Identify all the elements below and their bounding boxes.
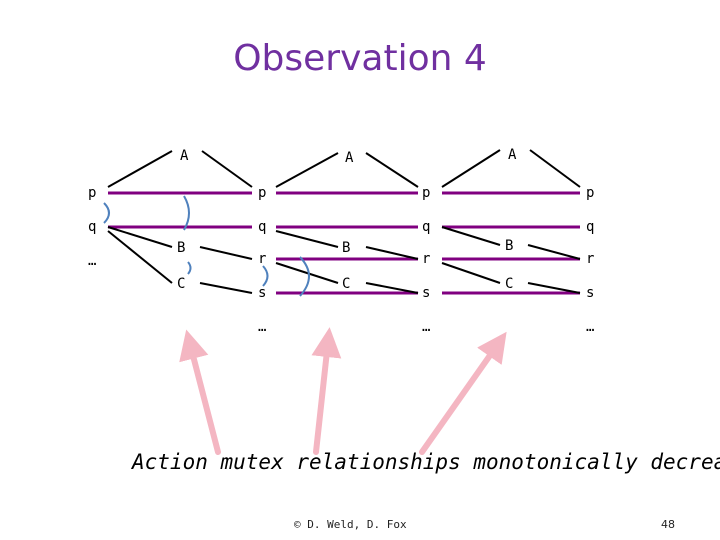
proposition-level-2: p q r s … xyxy=(422,185,430,335)
prop-p-level-2: p xyxy=(422,185,430,201)
action-A-level-3: A xyxy=(508,147,517,163)
prop-ellipsis-level-1: … xyxy=(258,319,266,335)
prop-ellipsis-level-3: … xyxy=(586,319,594,335)
footer-credit: © D. Weld, D. Fox xyxy=(294,518,407,531)
prop-q-level-2: q xyxy=(422,219,430,235)
proposition-level-0: p q … xyxy=(88,185,96,269)
action-B-level-2: B xyxy=(342,240,350,256)
action-edges xyxy=(107,149,581,294)
edge-B3-r3 xyxy=(527,244,581,260)
edge-A3-p3 xyxy=(529,149,581,188)
slide-title: Observation 4 xyxy=(233,38,487,79)
action-A-level-1: A xyxy=(180,148,189,164)
prop-p-level-0: p xyxy=(88,185,96,201)
persistence-lines xyxy=(108,191,580,295)
action-B-level-3: B xyxy=(505,238,513,254)
edge-C2-s2 xyxy=(365,282,419,294)
edge-p0-A1 xyxy=(107,150,173,188)
edge-A1-p1 xyxy=(201,150,253,188)
action-C-level-3: C xyxy=(505,276,513,292)
mutex-arc-A1-B1 xyxy=(183,195,190,231)
edge-r2-C3 xyxy=(441,262,501,284)
prop-p-level-3: p xyxy=(586,185,594,201)
pointer-arrows xyxy=(179,327,507,455)
mutex-arcs xyxy=(103,195,310,297)
action-level-2: A B C xyxy=(342,150,354,292)
edge-q0-C1 xyxy=(107,230,173,284)
arrow-icon-level-1 xyxy=(179,329,221,455)
mutex-arc-p0-q0 xyxy=(103,202,110,224)
prop-q-level-3: q xyxy=(586,219,594,235)
proposition-level-1: p q r s … xyxy=(258,185,266,335)
action-B-level-1: B xyxy=(177,240,185,256)
edge-q0-B1 xyxy=(107,226,173,248)
edge-q1-B2 xyxy=(275,230,339,248)
edge-B1-r1 xyxy=(199,246,253,260)
prop-p-level-1: p xyxy=(258,185,266,201)
action-C-level-1: C xyxy=(177,276,185,292)
action-level-3: A B C xyxy=(505,147,517,292)
prop-r-level-3: r xyxy=(586,251,594,267)
action-A-level-2: A xyxy=(345,150,354,166)
edge-r1-C2 xyxy=(275,262,339,284)
mutex-arc-B1-C1 xyxy=(187,261,192,275)
mutex-arc-B2-C2 xyxy=(299,256,310,297)
prop-ellipsis-level-2: … xyxy=(422,319,430,335)
caption-text: Action mutex relationships monotonically… xyxy=(132,450,720,474)
page-number: 48 xyxy=(661,518,675,531)
prop-q-level-0: q xyxy=(88,219,96,235)
edge-C1-s1 xyxy=(199,282,253,294)
prop-r-level-2: r xyxy=(422,251,430,267)
edge-A2-p2 xyxy=(365,152,419,188)
prop-s-level-1: s xyxy=(258,285,266,301)
action-level-1: A B C xyxy=(177,148,189,292)
arrow-icon-level-3 xyxy=(419,331,507,455)
proposition-level-3: p q r s … xyxy=(586,185,594,335)
arrow-icon-level-2 xyxy=(311,327,342,455)
edge-q2-B3 xyxy=(441,226,501,246)
action-C-level-2: C xyxy=(342,276,350,292)
edge-C3-s3 xyxy=(527,282,581,294)
mutex-arc-r1-s1 xyxy=(262,265,269,287)
edge-p1-A2 xyxy=(275,152,339,188)
prop-ellipsis-level-0: … xyxy=(88,253,96,269)
prop-q-level-1: q xyxy=(258,219,266,235)
prop-s-level-2: s xyxy=(422,285,430,301)
prop-r-level-1: r xyxy=(258,251,266,267)
edge-p2-A3 xyxy=(441,149,501,188)
prop-s-level-3: s xyxy=(586,285,594,301)
edge-B2-r2 xyxy=(365,246,419,260)
